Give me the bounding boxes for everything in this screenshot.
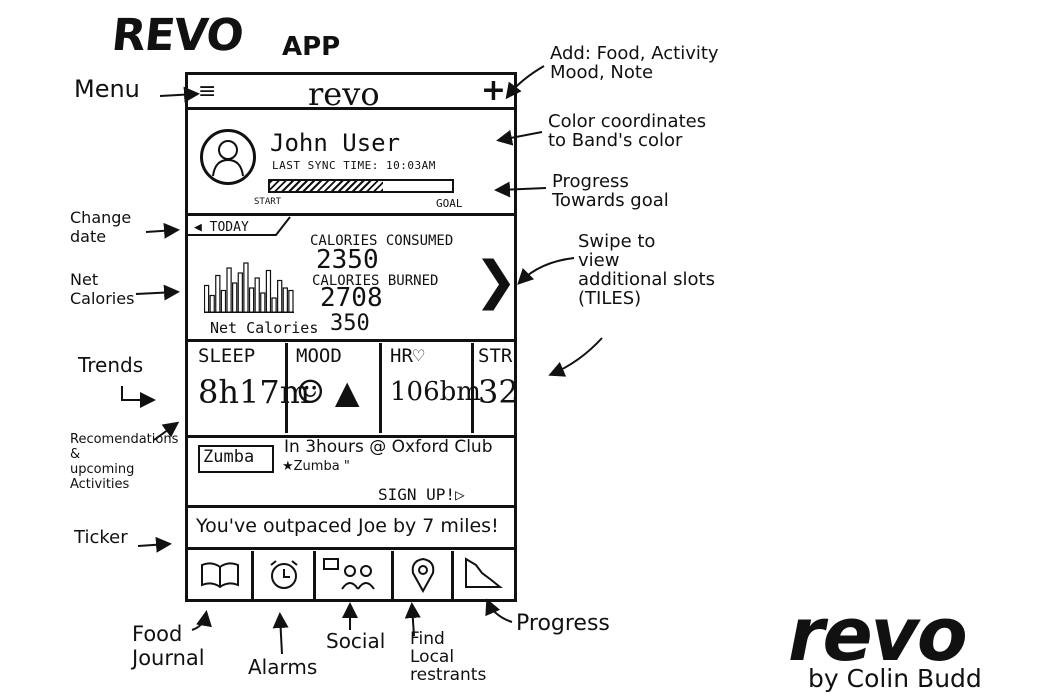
nav-social[interactable] bbox=[316, 551, 394, 601]
recommendation-detail: ★Zumba " bbox=[282, 459, 350, 474]
arrow-alarms bbox=[272, 612, 289, 655]
swipe-chevron-icon[interactable]: ❯ bbox=[474, 251, 518, 311]
user-name: John User bbox=[270, 129, 401, 157]
nav-progress[interactable] bbox=[454, 551, 514, 601]
trend-tile-mood[interactable]: MOOD ☺ ▲ bbox=[288, 343, 382, 433]
change-date-tab[interactable]: ◀ TODAY bbox=[194, 220, 249, 235]
app-subtitle: APP bbox=[282, 32, 341, 62]
trend-tile-heart-rate[interactable]: HR♡ 106bm bbox=[382, 343, 481, 433]
annotation-alarms: Alarms bbox=[248, 655, 318, 679]
trends-divider bbox=[188, 435, 514, 438]
last-sync-time: LAST SYNC TIME: 10:03AM bbox=[272, 159, 436, 172]
app-header-title: revo bbox=[308, 75, 380, 113]
phone-mockup: ≡ revo + John User LAST SYNC TIME: 10:03… bbox=[185, 72, 518, 602]
goal-progress-bar bbox=[268, 179, 454, 193]
nav-find-local-restaurants[interactable] bbox=[394, 551, 454, 601]
trend-label: MOOD bbox=[296, 345, 342, 367]
trend-label: STR bbox=[478, 345, 513, 367]
annotation-find-local: Find Local restrants bbox=[410, 629, 487, 685]
net-calories-chart bbox=[204, 262, 294, 313]
progress-chart-icon bbox=[465, 557, 503, 588]
net-calories-bar bbox=[209, 294, 215, 313]
calories-divider bbox=[188, 339, 514, 342]
avatar[interactable] bbox=[200, 129, 256, 185]
annotation-progress-goal: Progress Towards goal bbox=[552, 171, 669, 211]
annotation-recommendations: Recomendations & upcoming Activities bbox=[70, 432, 179, 492]
annotation-food-journal: Food Journal bbox=[132, 622, 205, 670]
calories-consumed-label: CALORIES CONSUMED bbox=[310, 233, 454, 249]
annotation-swipe: Swipe to view additional slots (TILES) bbox=[578, 231, 715, 309]
annotation-color: Color coordinates to Band's color bbox=[548, 111, 707, 151]
social-icon bbox=[323, 558, 375, 590]
arrow-tiles bbox=[548, 337, 603, 377]
calories-burned-value: 2708 bbox=[320, 283, 383, 313]
arrow-change-date bbox=[145, 222, 180, 239]
annotation-social: Social bbox=[326, 629, 386, 653]
revo-logo: revo bbox=[788, 592, 968, 678]
net-calories-bar bbox=[220, 289, 227, 313]
net-calories-bar bbox=[243, 262, 249, 313]
trend-value: 106bm bbox=[390, 377, 481, 407]
header-divider bbox=[188, 107, 514, 110]
ticker-divider bbox=[188, 547, 514, 550]
trend-value: ☺ ▲ bbox=[296, 373, 360, 411]
today-tab-outline bbox=[188, 216, 291, 236]
annotation-progress: Progress bbox=[516, 611, 610, 636]
trend-value: 32 bbox=[478, 373, 516, 411]
annotation-net-calories: Net Calories bbox=[70, 270, 135, 308]
menu-icon[interactable]: ≡ bbox=[198, 79, 217, 104]
alarm-clock-icon bbox=[270, 560, 298, 589]
net-calories-label: Net Calories bbox=[210, 319, 319, 337]
goal-progress-fill bbox=[270, 181, 383, 191]
user-divider bbox=[188, 213, 514, 216]
progress-start-label: START bbox=[254, 197, 282, 207]
annotation-ticker: Ticker bbox=[74, 527, 128, 548]
trend-tile-steps[interactable]: STR 32 bbox=[474, 343, 516, 433]
net-calories-bar bbox=[232, 282, 238, 313]
net-calories-bar bbox=[248, 287, 255, 313]
calories-consumed-value: 2350 bbox=[316, 245, 379, 275]
net-calories-bar bbox=[215, 274, 221, 313]
nav-alarms[interactable] bbox=[254, 551, 316, 601]
annotation-trends: Trends bbox=[78, 353, 144, 377]
progress-goal-label: GOAL bbox=[436, 197, 463, 210]
map-pin-icon bbox=[411, 557, 435, 594]
net-calories-bar bbox=[260, 292, 266, 313]
net-calories-bar bbox=[277, 279, 283, 313]
user-silhouette-icon bbox=[212, 140, 244, 177]
net-calories-bar bbox=[254, 277, 260, 313]
revo-title: REVO bbox=[109, 10, 246, 61]
trend-value: 8h17m bbox=[198, 373, 311, 411]
sign-up-button[interactable]: SIGN UP!▷ bbox=[378, 485, 465, 504]
net-calories-bar bbox=[237, 272, 243, 313]
net-calories-bar bbox=[288, 289, 294, 313]
net-calories-bar bbox=[226, 267, 232, 313]
net-calories-bar bbox=[282, 287, 288, 313]
nav-food-journal[interactable] bbox=[190, 551, 254, 601]
arrow-trends bbox=[121, 386, 156, 408]
recommended-activity-tag[interactable]: Zumba bbox=[198, 445, 274, 473]
trend-tile-sleep[interactable]: SLEEP 8h17m bbox=[190, 343, 310, 433]
net-calories-bar bbox=[265, 269, 272, 313]
net-calories-bar bbox=[271, 297, 277, 313]
add-icon[interactable]: + bbox=[480, 73, 506, 108]
ticker-text: You've outpaced Joe by 7 miles! bbox=[196, 515, 499, 537]
book-icon bbox=[201, 562, 239, 589]
annotation-menu: Menu bbox=[74, 75, 140, 103]
recommendation-divider bbox=[188, 505, 514, 508]
annotation-add: Add: Food, Activity Mood, Note bbox=[550, 43, 719, 83]
trend-label: SLEEP bbox=[198, 345, 256, 367]
recommendation-time: In 3hours @ Oxford Club bbox=[284, 437, 493, 457]
arrow-progress bbox=[485, 598, 513, 623]
author-byline: by Colin Budd bbox=[808, 664, 982, 693]
calories-burned-label: CALORIES BURNED bbox=[312, 273, 439, 289]
arrow-swipe bbox=[517, 257, 575, 285]
arrow-ticker bbox=[137, 536, 172, 553]
net-calories-bar bbox=[204, 284, 210, 313]
annotation-change-date: Change date bbox=[70, 208, 132, 246]
net-calories-value: 350 bbox=[330, 311, 370, 336]
arrow-net-calories bbox=[135, 284, 180, 301]
trend-label: HR♡ bbox=[390, 345, 425, 367]
